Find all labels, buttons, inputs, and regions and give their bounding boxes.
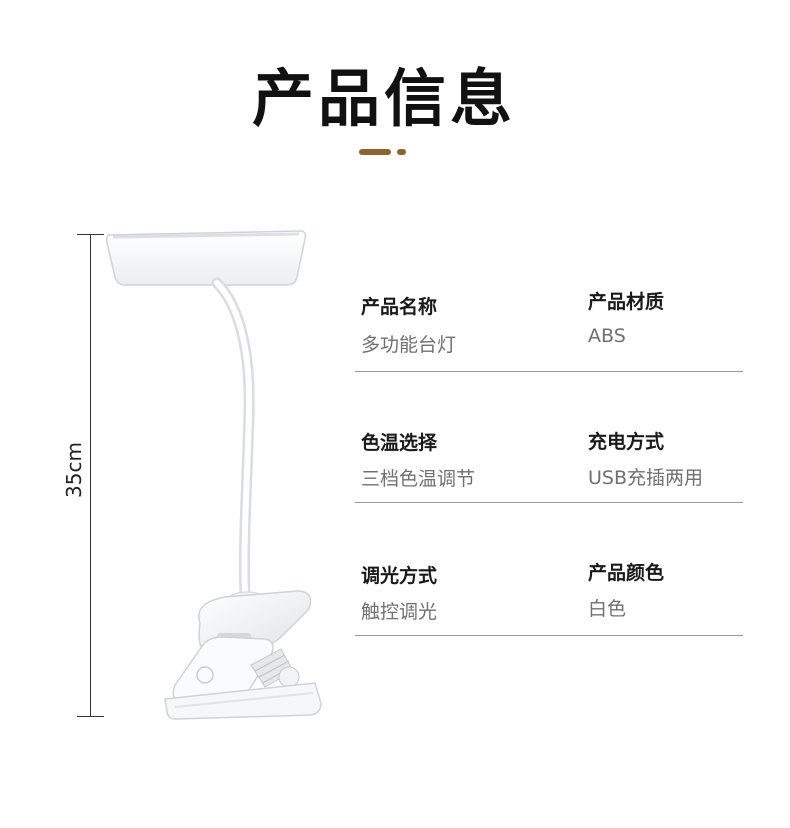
divider-2 — [355, 502, 743, 503]
dimension-line — [90, 234, 91, 716]
spec-label-charging: 充电方式 — [588, 431, 665, 453]
spec-label-color: 产品颜色 — [588, 562, 665, 584]
title-accent-short — [397, 149, 406, 155]
spec-label-dimming: 调光方式 — [361, 565, 438, 587]
spec-label-material: 产品材质 — [588, 291, 665, 313]
spec-value-color-temp: 三档色温调节 — [361, 468, 476, 490]
spec-value-dimming: 触控调光 — [361, 601, 438, 623]
divider-3 — [355, 635, 743, 636]
spec-value-product-name: 多功能台灯 — [361, 334, 457, 356]
title-accent-long — [359, 149, 391, 155]
spec-value-charging: USB充插两用 — [588, 467, 704, 489]
dimension-cap-top — [77, 234, 104, 235]
divider-1 — [355, 371, 743, 372]
dimension-cap-bottom — [77, 716, 104, 717]
spec-label-product-name: 产品名称 — [361, 296, 438, 318]
page-title: 产品信息 — [251, 62, 516, 135]
spec-value-material: ABS — [588, 325, 626, 347]
dimension-label: 35cm — [62, 442, 86, 498]
spec-label-color-temp: 色温选择 — [361, 432, 438, 454]
spec-value-color: 白色 — [588, 598, 627, 620]
lamp-image — [106, 230, 322, 720]
